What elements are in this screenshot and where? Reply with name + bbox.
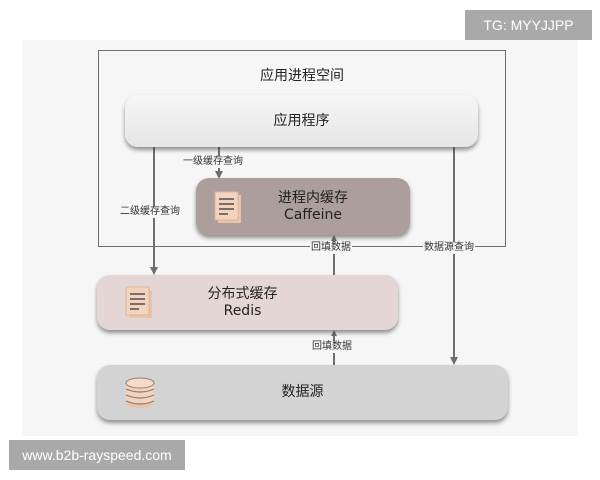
node-app-label: 应用程序 <box>273 112 330 129</box>
node-redis-label: 分布式缓存 <box>207 285 278 302</box>
document-icon <box>214 191 241 223</box>
edge-backfill-caffeine-line <box>333 240 335 275</box>
node-data-source-label: 数据源 <box>281 384 324 400</box>
node-caffeine-text: 进程内缓存 Caffeine <box>278 190 348 224</box>
node-redis-text: 分布式缓存 Redis <box>208 286 278 320</box>
edge-l2-query-arrow <box>150 267 158 275</box>
edge-backfill-redis-arrow <box>331 330 337 336</box>
watermark-top-right: TG: MYYJJPP <box>465 10 592 40</box>
node-redis: 分布式缓存 Redis <box>97 275 398 330</box>
watermark-bottom-left: www.b2b-rayspeed.com <box>9 440 185 470</box>
node-data-source: 数据源 <box>97 365 508 420</box>
edge-source-query-arrow <box>450 357 458 365</box>
edge-backfill-redis-label: 回填数据 <box>311 341 353 353</box>
edge-l1-query-arrow <box>215 171 223 179</box>
app-process-space-title: 应用进程空间 <box>260 68 344 84</box>
edge-source-query-label: 数据源查询 <box>423 242 475 254</box>
node-caffeine: 进程内缓存 Caffeine <box>196 178 410 235</box>
node-redis-sublabel: Redis <box>223 302 262 319</box>
edge-l1-query-label: 一级缓存查询 <box>182 156 244 168</box>
edge-backfill-caffeine-arrow <box>331 235 337 241</box>
node-caffeine-sublabel: Caffeine <box>284 206 342 223</box>
node-caffeine-label: 进程内缓存 <box>278 189 348 206</box>
node-app: 应用程序 <box>125 95 478 147</box>
app-process-space-container: 应用进程空间 <box>98 50 506 247</box>
edge-l2-query-label: 二级缓存查询 <box>119 206 181 218</box>
document-icon <box>125 286 152 318</box>
edge-backfill-caffeine-label: 回填数据 <box>310 242 352 254</box>
database-icon <box>125 377 155 408</box>
